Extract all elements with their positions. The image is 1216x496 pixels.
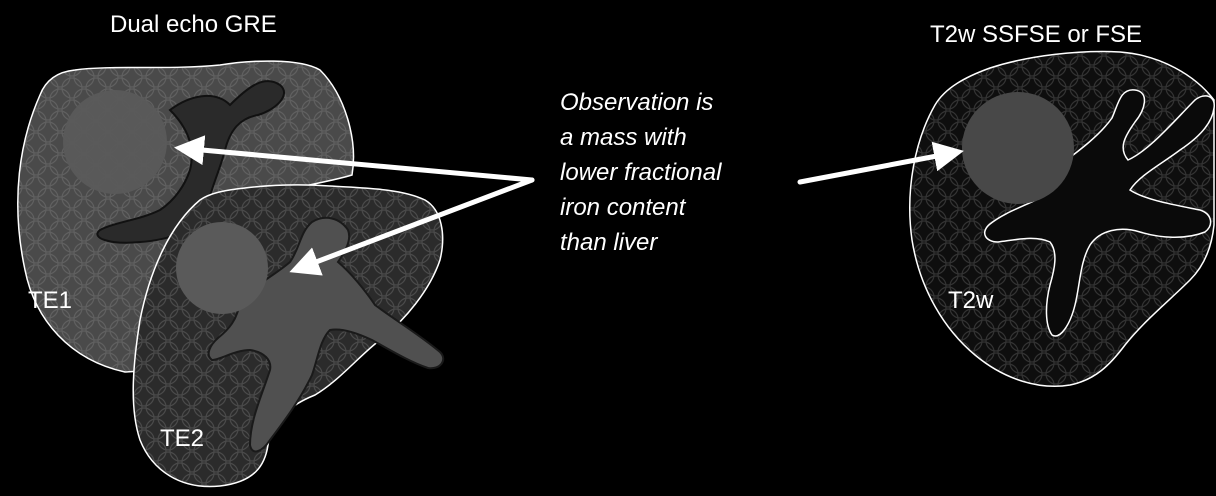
observation-line-5: than liver xyxy=(560,229,658,256)
right-panel-title: T2w SSFSE or FSE xyxy=(930,21,1142,48)
mass-te2 xyxy=(176,222,268,314)
observation-line-1: Observation is xyxy=(560,89,713,116)
observation-line-2: a mass with xyxy=(560,124,687,151)
liver-t2w xyxy=(910,52,1214,387)
observation-line-3: lower fractional xyxy=(560,159,722,186)
mass-t2w xyxy=(962,92,1074,204)
mass-te1 xyxy=(63,90,167,194)
left-panel-title: Dual echo GRE xyxy=(110,11,277,38)
label-te2: TE2 xyxy=(160,425,204,452)
observation-line-4: iron content xyxy=(560,194,687,221)
observation-caption: Observation is a mass with lower fractio… xyxy=(560,89,722,256)
label-t2w: T2w xyxy=(948,287,994,314)
label-te1: TE1 xyxy=(28,287,72,314)
